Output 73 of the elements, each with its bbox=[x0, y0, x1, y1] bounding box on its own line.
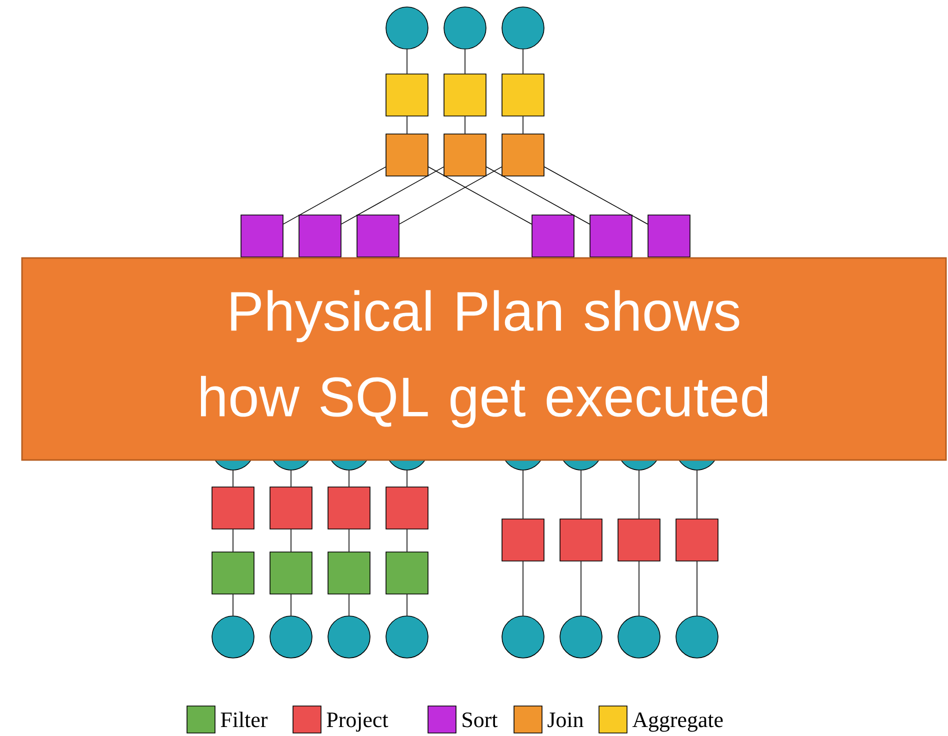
connector-line bbox=[290, 529, 292, 552]
connector-line bbox=[580, 561, 582, 616]
connector-line bbox=[696, 561, 698, 616]
circle-node bbox=[618, 616, 660, 658]
connector-line bbox=[486, 166, 590, 225]
operator-box bbox=[386, 552, 428, 594]
connector-line bbox=[464, 116, 466, 134]
operator-box bbox=[590, 214, 632, 258]
operator-box bbox=[502, 518, 544, 562]
connector-line bbox=[522, 470, 524, 519]
operator-box bbox=[212, 486, 254, 530]
operator-box bbox=[502, 74, 544, 116]
connector-line bbox=[348, 529, 350, 552]
operator-box bbox=[618, 518, 660, 562]
operator-box bbox=[356, 214, 400, 258]
connector-line bbox=[232, 529, 234, 552]
operator-box bbox=[648, 214, 690, 258]
operator-box bbox=[386, 74, 428, 116]
connector-line bbox=[341, 166, 444, 224]
operator-box bbox=[560, 518, 602, 562]
operator-box bbox=[386, 486, 428, 530]
connector-line bbox=[464, 49, 466, 74]
operator-box bbox=[270, 486, 312, 530]
connector-line bbox=[348, 594, 350, 616]
connector-line bbox=[406, 49, 408, 74]
operator-box bbox=[502, 134, 544, 176]
connector-line bbox=[399, 166, 502, 224]
operator-box bbox=[240, 214, 284, 258]
connector-line bbox=[232, 470, 234, 487]
connector-line bbox=[522, 49, 524, 74]
legend-label: Sort bbox=[462, 712, 498, 728]
circle-node bbox=[270, 616, 312, 658]
operator-box bbox=[532, 214, 574, 258]
circle-node bbox=[560, 616, 602, 658]
connector-line bbox=[696, 470, 698, 519]
connector-line bbox=[522, 116, 524, 134]
operator-box bbox=[270, 552, 312, 594]
circle-node bbox=[502, 616, 544, 658]
circle-node bbox=[444, 6, 486, 50]
circle-node bbox=[212, 616, 254, 658]
banner: Physical Plan shows how SQL get executed bbox=[21, 257, 947, 461]
connector-line bbox=[406, 470, 408, 487]
circle-node bbox=[386, 6, 428, 50]
operator-box bbox=[444, 134, 486, 176]
operator-box bbox=[298, 214, 342, 258]
circle-node bbox=[386, 616, 428, 658]
connector-line bbox=[406, 529, 408, 552]
connector-line bbox=[283, 166, 386, 224]
connector-line bbox=[428, 166, 532, 225]
legend-label: Join bbox=[548, 712, 584, 728]
circle-node bbox=[676, 616, 718, 658]
connector-line bbox=[348, 470, 350, 487]
connector-line bbox=[580, 470, 582, 519]
connector-line bbox=[544, 166, 648, 225]
operator-box bbox=[328, 552, 370, 594]
connector-line bbox=[290, 594, 292, 616]
circle-node bbox=[502, 6, 544, 50]
legend-label: Filter bbox=[220, 712, 268, 728]
legend-label: Project bbox=[326, 712, 388, 732]
operator-box bbox=[386, 134, 428, 176]
circle-node bbox=[328, 616, 370, 658]
connector-line bbox=[290, 470, 292, 487]
operator-box bbox=[328, 486, 370, 530]
connector-line bbox=[638, 561, 640, 616]
connector-line bbox=[406, 116, 408, 134]
connector-line bbox=[522, 561, 524, 616]
operator-box bbox=[444, 74, 486, 116]
connector-line bbox=[232, 594, 234, 616]
operator-box bbox=[676, 518, 718, 562]
operator-box bbox=[212, 552, 254, 594]
legend-label: Aggregate bbox=[632, 712, 723, 732]
connector-line bbox=[638, 470, 640, 519]
connector-line bbox=[406, 594, 408, 616]
